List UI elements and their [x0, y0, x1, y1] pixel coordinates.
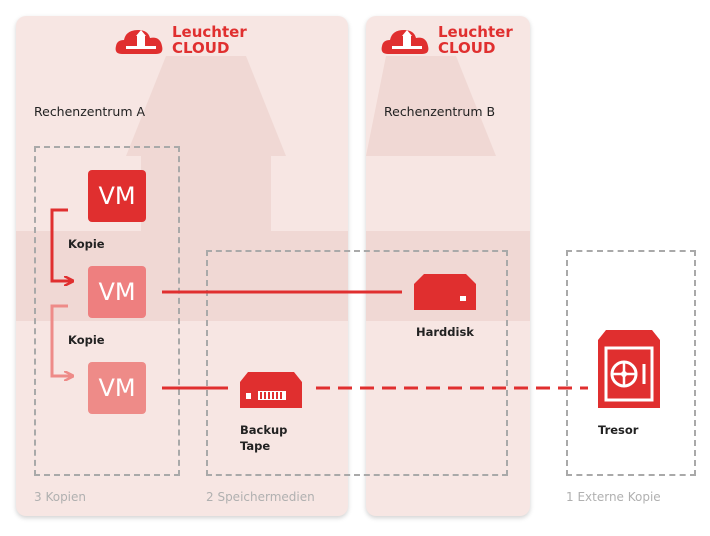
logo-line1: Leuchter [438, 23, 513, 41]
castle-watermark [16, 56, 348, 321]
cloud-castle-icon [115, 30, 163, 54]
leuchter-cloud-logo: Leuchter CLOUD [380, 24, 513, 56]
datacenter-b-label: Rechenzentrum B [384, 104, 496, 119]
footer-copies: 3 Kopien [34, 490, 87, 504]
leuchter-cloud-logo: Leuchter CLOUD [114, 24, 247, 56]
footer-media: 2 Speichermedien [206, 490, 315, 504]
copy-label-1: Kopie [68, 237, 105, 251]
external-copy-box [566, 250, 696, 476]
datacenter-b-panel [366, 16, 530, 516]
copy-label-2: Kopie [68, 333, 105, 347]
copies-box [34, 146, 180, 476]
copy-arrow-1 [50, 208, 72, 281]
harddisk-label: Harddisk [416, 325, 474, 339]
logo-line1: Leuchter [172, 23, 247, 41]
copy-arrow-2 [50, 304, 72, 376]
datacenter-a-label: Rechenzentrum A [34, 104, 146, 119]
logo-line2: CLOUD [438, 39, 496, 57]
vm-copy-2: VM [88, 362, 146, 414]
vm-original: VM [88, 170, 146, 222]
backup-tape-label-line1: Backup [240, 423, 288, 437]
backup-tape-label-line2: Tape [240, 439, 271, 453]
vm-copy-1: VM [88, 266, 146, 318]
datacenter-a-panel [16, 16, 348, 516]
backup-tape-label: Backup Tape [240, 422, 287, 454]
safe-icon [598, 330, 660, 408]
backup-tape-icon [240, 372, 302, 408]
storage-media-box [206, 250, 508, 476]
cloud-castle-icon [381, 30, 429, 54]
safe-label: Tresor [598, 423, 639, 437]
footer-external: 1 Externe Kopie [566, 490, 661, 504]
logo-line2: CLOUD [172, 39, 230, 57]
harddisk-icon [414, 274, 476, 310]
